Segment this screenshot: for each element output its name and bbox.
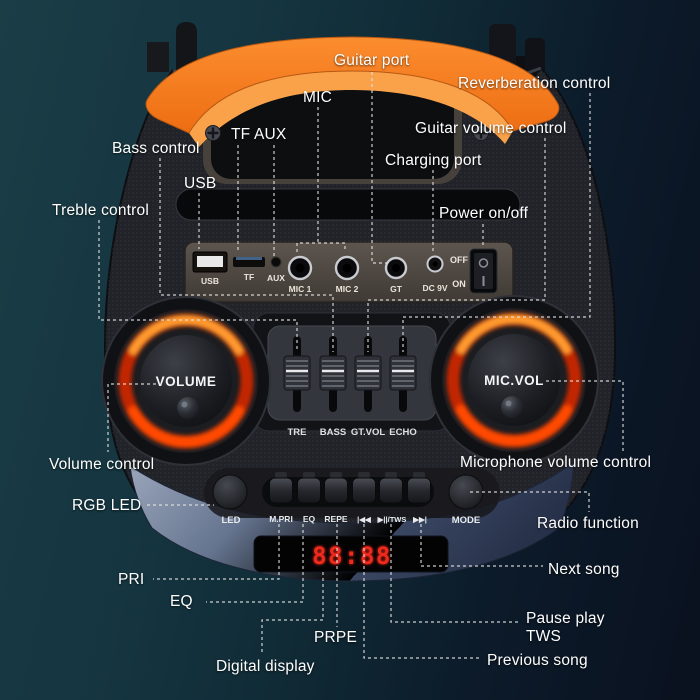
repe-button-label: REPE <box>324 514 347 524</box>
gtvol-slider-cap[interactable] <box>354 355 382 391</box>
dc-power-pin <box>432 261 438 267</box>
guitar-jack-hole <box>392 264 400 272</box>
tf-card-edge <box>236 257 262 260</box>
leader-previous-song <box>363 524 482 659</box>
left-clip-step <box>147 42 169 72</box>
leader-reverberation <box>402 93 591 352</box>
previous-button-label: |◀◀ <box>357 515 372 524</box>
tre-slider-cap[interactable] <box>283 355 311 391</box>
mic-compartment <box>203 78 462 184</box>
leader-digital-display <box>261 572 324 655</box>
bass-slider-label: BASS <box>320 427 346 438</box>
tre-slider-label: TRE <box>288 427 307 438</box>
label-bass-control: Bass control <box>112 140 200 157</box>
slider-console: TRE BASS GT.VOL ECHO <box>252 312 452 438</box>
led-button-label: LED <box>222 515 241 526</box>
mic1-jack-hole <box>295 263 305 273</box>
mode-button-label: MODE <box>452 515 481 526</box>
leader-mic-volume <box>546 380 624 451</box>
tf-slot-label: TF <box>244 272 254 282</box>
leader-radio <box>470 491 590 512</box>
digital-display: 88:88 <box>253 535 449 573</box>
label-pause-play: Pause play <box>526 610 605 627</box>
display-digits: 88:88 <box>312 542 392 570</box>
eq-button-label: EQ <box>303 514 316 524</box>
next-button-label: ▶▶| <box>412 515 427 524</box>
mpri-button[interactable] <box>269 472 293 504</box>
port-panel: USB TF AUX MIC 1 MIC 2 GT DC 9V OFF ON <box>184 241 514 303</box>
volume-knob[interactable]: VOLUME <box>101 296 271 466</box>
label-mic: MIC <box>303 89 333 106</box>
echo-slider-label: ECHO <box>389 427 416 438</box>
label-prpe: PRPE <box>314 629 358 646</box>
label-digital-display: Digital display <box>216 658 315 675</box>
label-guitar-volume: Guitar volume control <box>415 120 567 137</box>
leader-pri <box>153 524 280 580</box>
switch-on-label: ON <box>452 279 466 289</box>
next-button[interactable] <box>407 472 431 504</box>
base-band <box>129 460 575 582</box>
aux-jack <box>270 256 282 268</box>
usb-port-label: USB <box>201 276 219 286</box>
power-off-icon <box>478 258 489 268</box>
play-pause-tws-button-label: ▶||/TWS <box>377 515 407 524</box>
gtvol-slider-label: GT.VOL <box>351 427 386 438</box>
previous-button[interactable] <box>352 472 376 504</box>
leader-volume-control <box>107 383 156 452</box>
label-volume-control: Volume control <box>49 456 155 473</box>
leader-mic-bracket <box>296 242 346 252</box>
usb-port-tongue <box>197 256 223 267</box>
aux-jack-label: AUX <box>267 273 285 283</box>
leader-bass <box>159 158 334 352</box>
leader-next-song <box>420 524 543 567</box>
switch-off-label: OFF <box>450 255 468 265</box>
volume-knob-label: VOLUME <box>156 374 217 389</box>
leader-pause-play <box>390 524 520 623</box>
bass-slider-cap[interactable] <box>319 355 347 391</box>
leader-treble <box>98 220 298 352</box>
power-switch[interactable] <box>469 248 498 294</box>
guitar-jack-label: GT <box>390 284 403 294</box>
play-pause-tws-button[interactable] <box>379 472 403 504</box>
repe-button[interactable] <box>324 472 348 504</box>
right-clip-joint <box>516 56 526 70</box>
mic1-jack-label: MIC 1 <box>289 284 312 294</box>
label-tf-aux: TF AUX <box>231 126 287 143</box>
label-pri: PRI <box>118 571 145 588</box>
mic2-jack-label: MIC 2 <box>336 284 359 294</box>
mic-volume-knob[interactable]: MIC.VOL <box>429 295 599 465</box>
label-rgb-led: RGB LED <box>72 497 142 514</box>
label-previous-song: Previous song <box>487 652 588 669</box>
mic-volume-knob-label: MIC.VOL <box>484 373 544 388</box>
mpri-button-label: M.PRI <box>269 514 293 524</box>
label-eq: EQ <box>170 593 193 610</box>
eq-button[interactable] <box>297 472 321 504</box>
carry-handle[interactable] <box>145 36 560 147</box>
leader-guitar-volume <box>367 138 546 352</box>
screws <box>205 125 489 141</box>
vent-slot <box>175 188 521 221</box>
label-guitar-port: Guitar port <box>334 52 410 69</box>
dc-power-label: DC 9V <box>422 283 447 293</box>
echo-slider-cap[interactable] <box>389 355 417 391</box>
label-treble-control: Treble control <box>52 202 149 219</box>
button-row: LED M.PRI EQ REPE |◀◀ ▶||/TWS ▶▶| MODE <box>204 468 500 526</box>
label-next-song: Next song <box>548 561 620 578</box>
label-power-on-off: Power on/off <box>439 205 529 222</box>
label-charging-port: Charging port <box>385 152 482 169</box>
label-tws: TWS <box>526 628 562 645</box>
led-button[interactable] <box>212 474 248 510</box>
label-reverberation: Reverberation control <box>458 75 611 92</box>
label-usb: USB <box>184 175 217 192</box>
label-mic-volume-control: Microphone volume control <box>460 454 652 471</box>
leader-lines <box>98 72 624 659</box>
mic2-jack-hole <box>342 263 352 273</box>
leader-eq <box>206 524 304 603</box>
label-radio-function: Radio function <box>537 515 639 532</box>
